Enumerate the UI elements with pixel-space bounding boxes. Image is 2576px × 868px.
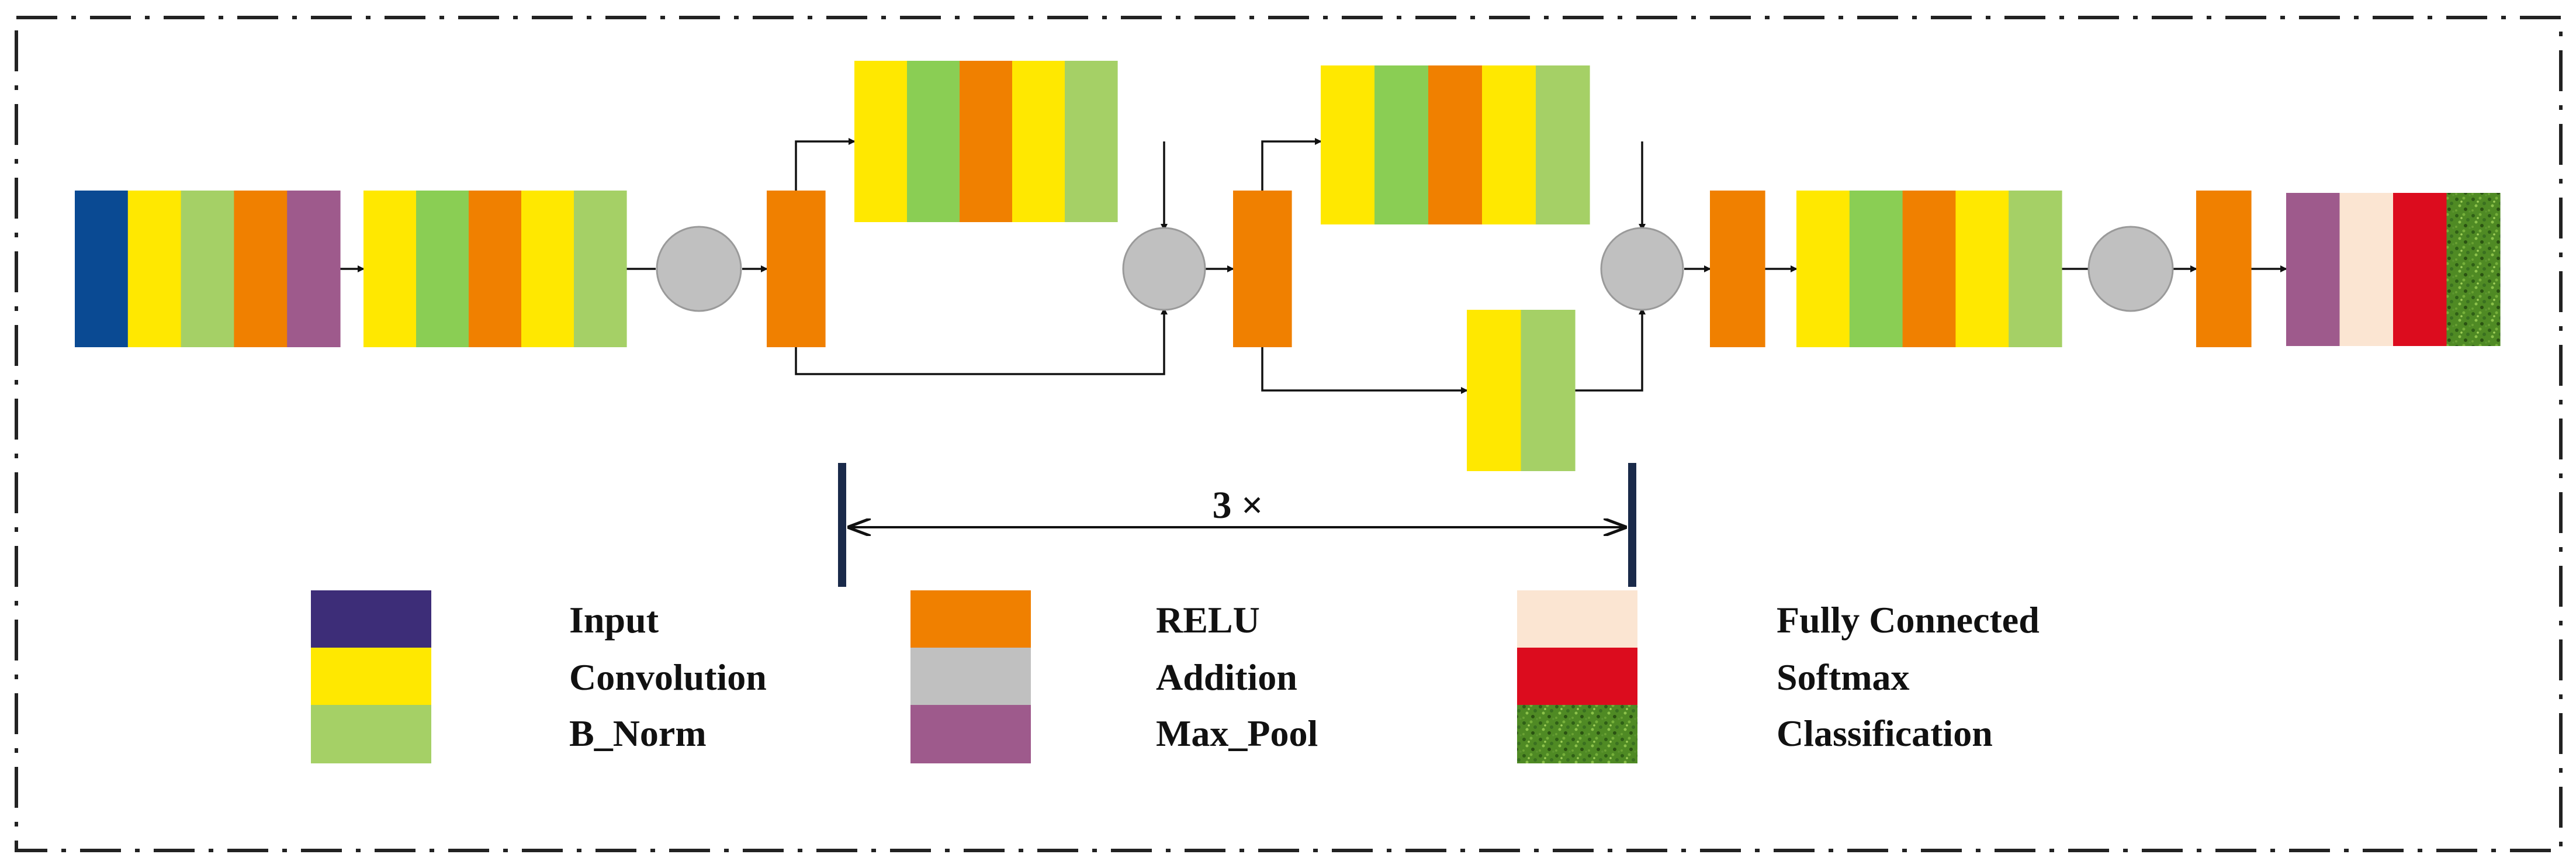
relu-block-4 (2196, 191, 2252, 347)
branch-stack-2-layer-convolution (1321, 65, 1375, 224)
addition-node-1 (656, 226, 742, 312)
conv-stack-1-layer-convolution (363, 191, 417, 347)
output-stack-layer-classification (2446, 193, 2501, 346)
branch-stack-1-layer-convolution (854, 61, 908, 222)
legend-swatch-softmax (1517, 648, 1637, 705)
relu-block-1-layer-relu (767, 191, 826, 347)
relu-block-1 (767, 191, 826, 347)
input-stack (75, 191, 341, 347)
addition-node-4 (2087, 226, 2174, 312)
legend-label-classification: Classification (1777, 713, 1993, 754)
conv-stack-1-layer-convolution-alt (416, 191, 469, 347)
branch-stack-1-layer-b-norm (1065, 61, 1118, 222)
legend-label-b-norm: B_Norm (569, 713, 707, 754)
conv-stack-2-layer-relu (1902, 191, 1956, 347)
addition-node-3 (1600, 227, 1684, 311)
legend-swatch-addition (910, 648, 1031, 705)
conv-stack-2-layer-convolution (1796, 191, 1850, 347)
conv-stack-1-layer-b-norm (574, 191, 627, 347)
output-stack-layer-fully-connected (2339, 193, 2394, 346)
diagram-border (15, 16, 2563, 852)
arrow-relu1-skip-to-add2 (795, 307, 1168, 375)
legend-label-relu: RELU (1156, 599, 1260, 641)
conv-stack-1-layer-relu (469, 191, 522, 347)
conv-stack-2-layer-b-norm (2009, 191, 2062, 347)
arrow-shortcut-to-add3 (1575, 307, 1646, 392)
branch-stack-2 (1321, 65, 1590, 224)
conv-stack-1 (363, 191, 627, 347)
legend: Input Convolution B_Norm RELU Addition M… (311, 590, 2040, 763)
legend-label-softmax: Softmax (1777, 656, 1910, 698)
conv-stack-2 (1796, 191, 2062, 347)
input-stack-layer-max-pool (287, 191, 341, 347)
conv-stack-1-layer-convolution (521, 191, 574, 347)
branch-stack-1-layer-convolution (1012, 61, 1065, 222)
relu-block-2 (1233, 191, 1292, 347)
shortcut-stack-layer-b-norm (1521, 310, 1576, 471)
branch-stack-1-layer-relu (960, 61, 1013, 222)
relu-block-3-layer-relu (1710, 191, 1765, 347)
legend-swatch-relu (910, 590, 1031, 648)
legend-label-max-pool: Max_Pool (1156, 713, 1318, 754)
legend-label-input: Input (569, 599, 659, 641)
branch-stack-2-layer-convolution (1482, 65, 1536, 224)
conv-stack-2-layer-convolution (1955, 191, 2009, 347)
input-stack-layer-input (75, 191, 129, 347)
shortcut-stack (1467, 310, 1576, 471)
legend-label-addition: Addition (1156, 656, 1297, 698)
input-stack-layer-b-norm (181, 191, 234, 347)
legend-label-fully-connected: Fully Connected (1777, 599, 2040, 641)
repeat-bracket: 3 × (838, 463, 1636, 587)
legend-swatch-input (311, 590, 431, 648)
relu-block-4-layer-relu (2196, 191, 2252, 347)
legend-label-convolution: Convolution (569, 656, 767, 698)
repeat-label: 3 × (1212, 484, 1263, 527)
output-stack (2286, 193, 2501, 346)
bracket-right-bar (1628, 463, 1636, 587)
relu-block-2-layer-relu (1233, 191, 1292, 347)
input-stack-layer-relu (234, 191, 288, 347)
bracket-left-bar (838, 463, 846, 587)
branch-stack-2-layer-relu (1428, 65, 1483, 224)
legend-swatch-max-pool (910, 705, 1031, 763)
branch-stack-1 (854, 61, 1118, 222)
branch-stack-2-layer-convolution-alt (1374, 65, 1429, 224)
conv-stack-2-layer-convolution-alt (1849, 191, 1903, 347)
input-stack-layer-convolution (127, 191, 182, 347)
output-stack-layer-max-pool (2286, 193, 2340, 346)
branch-stack-1-layer-convolution-alt (907, 61, 960, 222)
output-stack-layer-softmax (2393, 193, 2447, 346)
addition-node-2 (1122, 227, 1206, 311)
legend-swatch-classification (1517, 705, 1637, 763)
legend-swatch-fully-connected (1517, 590, 1637, 648)
legend-swatch-b-norm (311, 705, 431, 763)
legend-swatch-convolution (311, 648, 431, 705)
shortcut-stack-layer-convolution (1467, 310, 1522, 471)
branch-stack-2-layer-b-norm (1536, 65, 1590, 224)
arrow-relu2-to-shortcut (1261, 321, 1468, 394)
relu-block-3 (1710, 191, 1765, 347)
